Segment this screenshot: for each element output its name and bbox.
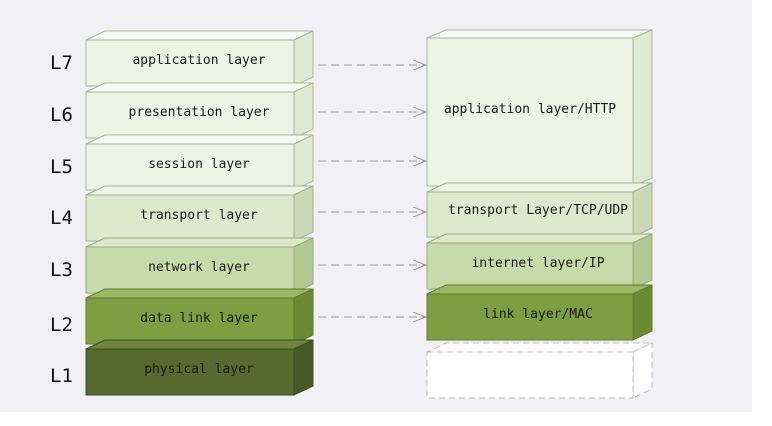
block-top-face [426,182,653,193]
layer-name: application layer/HTTP [444,102,616,117]
block-top-face [426,233,653,244]
tcpip-transport-layer: transport Layer/TCP/UDP [426,182,653,238]
level-label: L2 [50,314,73,336]
block-side-face [632,284,653,341]
block-front-face [85,348,295,396]
block-front-face [85,143,295,191]
osi-layer-l2: L2 data link layer [50,288,314,345]
block-side-face [293,30,314,87]
layer-name: application layer [132,53,265,68]
osi-layer-l5: L5 session layer [50,134,314,191]
block-top-face [426,284,653,295]
block-side-face [632,182,653,238]
layer-name: internet layer/IP [471,256,604,271]
block-front-face [426,37,634,187]
block-front-face [85,246,295,294]
layer-name: link layer/MAC [483,307,593,322]
block-top-face [85,134,314,145]
block-front-face [85,297,295,345]
layer-name: physical layer [144,362,254,377]
tcpip-internet-layer: internet layer/IP [426,233,653,290]
osi-layer-l6: L6 presentation layer [50,82,314,139]
block-top-face [85,288,314,299]
osi-layer-l3: L3 network layer [50,237,314,294]
block-side-face [293,134,314,191]
block-front-face [85,39,295,87]
block-side-face [293,237,314,294]
layer-name: data link layer [140,311,258,326]
level-label: L4 [50,207,73,229]
block-side-face [293,339,314,396]
layer-name: transport layer [140,208,258,223]
tcpip-link-layer: link layer/MAC [426,284,653,341]
osi-layer-l1: L1 physical layer [50,339,314,396]
block-side-face [293,185,314,242]
block-side-face [293,82,314,139]
layer-name: transport Layer/TCP/UDP [448,203,628,218]
layer-name: session layer [148,157,250,172]
osi-layer-l7: L7 application layer [50,30,314,87]
diagram-canvas: L7 application layer L6 presentation lay… [0,0,752,412]
block-top-face [85,237,314,248]
level-label: L6 [50,104,73,126]
mapping-arrows [318,65,426,317]
block-top-face [426,342,653,353]
level-label: L1 [50,365,73,387]
osi-layer-l4: L4 transport layer [50,185,314,242]
tcpip-application-layer: application layer/HTTP [426,29,653,187]
block-top-face [426,29,653,39]
layer-name: presentation layer [129,105,270,120]
block-side-face [632,342,653,399]
block-front-face [85,194,295,242]
block-front-face [426,293,634,341]
block-top-face [85,339,314,350]
block-side-face [293,288,314,345]
level-label: L5 [50,156,73,178]
block-side-face [632,29,653,187]
level-label: L3 [50,259,73,281]
block-side-face [632,233,653,290]
tcpip-empty-layer [426,342,653,399]
block-front-face [426,351,634,399]
block-top-face [85,185,314,196]
block-front-face [426,242,634,290]
block-front-face [426,191,634,238]
block-front-face [85,91,295,139]
layer-name: network layer [148,260,250,275]
level-label: L7 [50,52,73,74]
block-top-face [85,82,314,93]
block-top-face [85,30,314,41]
